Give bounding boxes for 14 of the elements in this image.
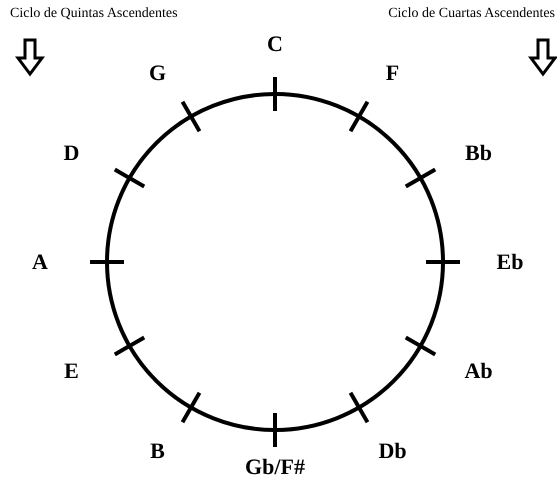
heading: Ciclo de Cuartas Ascendentes bbox=[388, 6, 555, 22]
note-label: E bbox=[64, 358, 79, 384]
heading: Ciclo de Quintas Ascendentes bbox=[10, 6, 178, 22]
note-label: Bb bbox=[465, 140, 492, 166]
note-label: G bbox=[148, 60, 166, 86]
note-label: A bbox=[32, 249, 48, 275]
note-label: F bbox=[386, 60, 400, 86]
note-label: C bbox=[267, 31, 283, 57]
note-label: Eb bbox=[496, 249, 524, 275]
note-label: Gb/F# bbox=[245, 454, 305, 480]
note-label: Ab bbox=[464, 358, 493, 384]
note-label: Db bbox=[378, 438, 407, 464]
note-label: B bbox=[150, 438, 165, 464]
note-label: D bbox=[64, 140, 80, 166]
